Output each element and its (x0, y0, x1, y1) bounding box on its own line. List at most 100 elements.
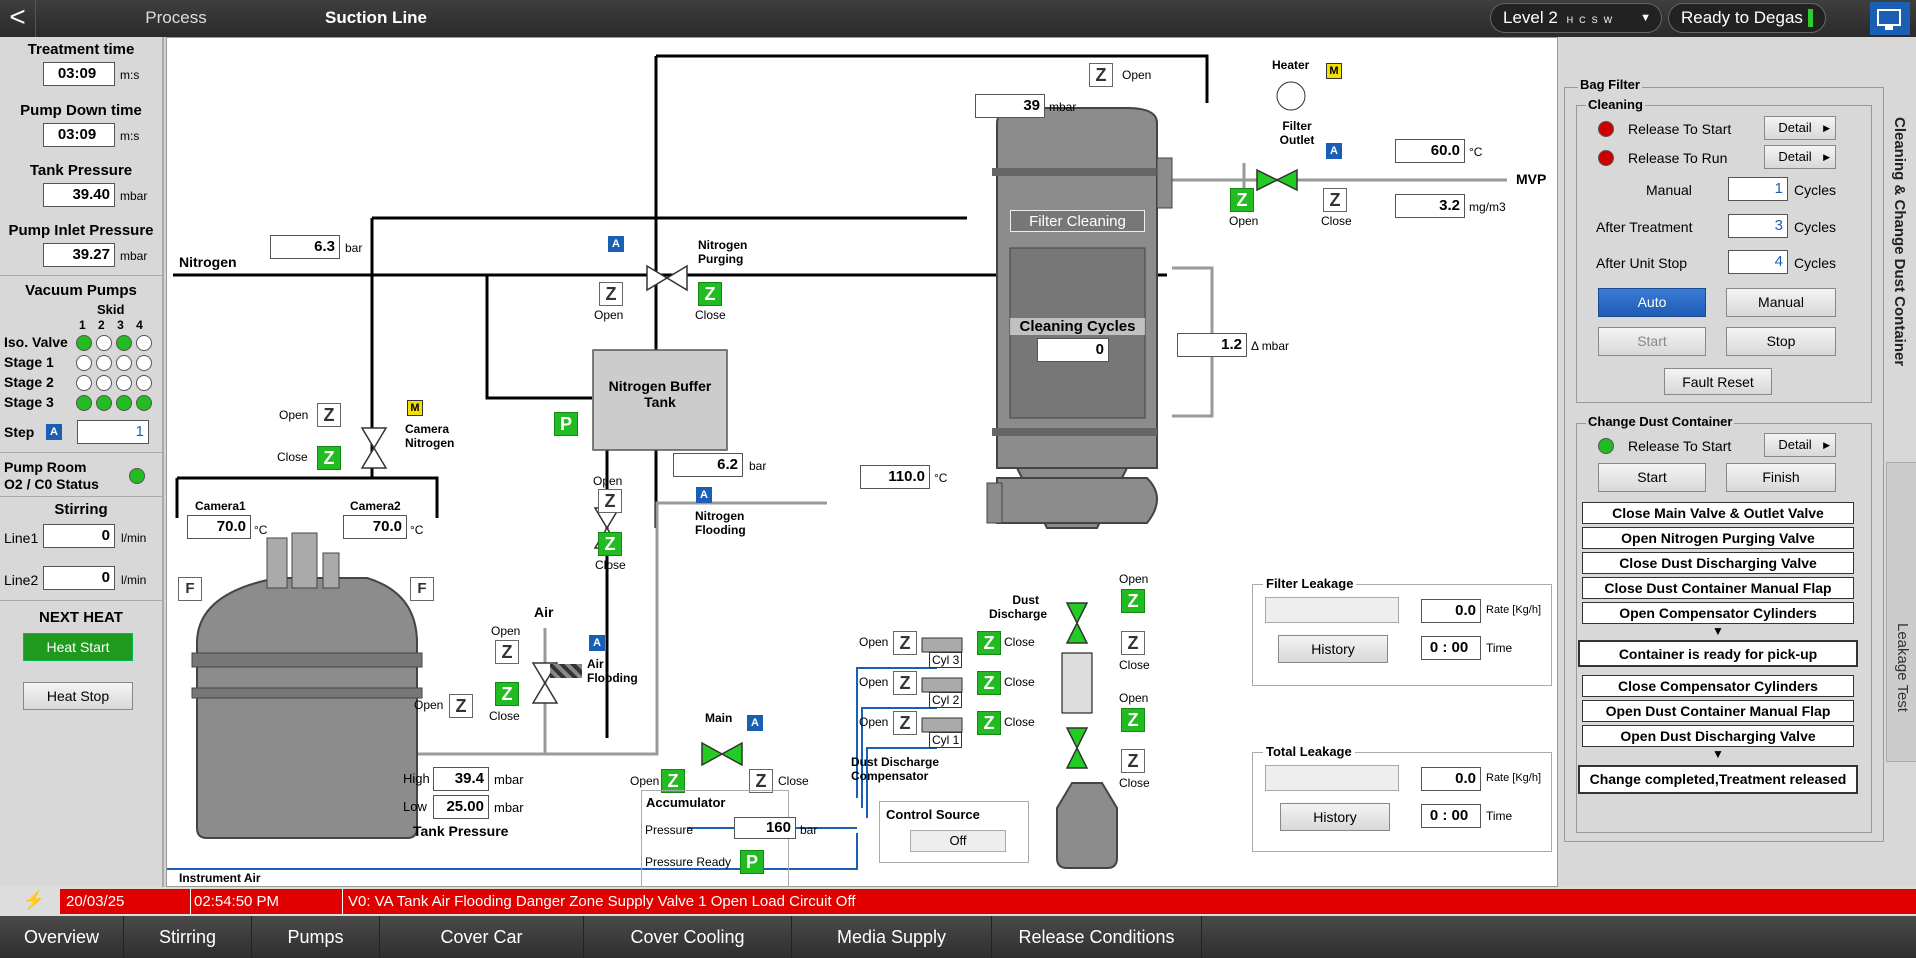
heat-stop-button[interactable]: Heat Stop (23, 682, 133, 710)
manual-cycles-input[interactable]: 1 (1728, 177, 1788, 201)
heater-icon (1276, 81, 1306, 111)
step-item: Close Dust Container Manual Flap (1582, 577, 1854, 599)
cyl2-close-button[interactable]: Z (977, 671, 1001, 695)
step-item: Open Dust Discharging Valve (1582, 725, 1854, 747)
level-selector[interactable]: Level 2 HCSW ▼ (1490, 3, 1662, 33)
cleaning-start-button[interactable]: Start (1598, 327, 1706, 356)
nav-pumps[interactable]: Pumps (252, 916, 380, 958)
pump-room-label: Pump Room (4, 459, 87, 475)
filter-top-valve-button[interactable]: Z (1089, 63, 1113, 87)
air-flooding-open-button[interactable]: Z (495, 640, 519, 664)
nitrogen-label: Nitrogen (179, 254, 237, 270)
delta-pressure-value: 1.2 (1177, 333, 1247, 357)
breadcrumb-process[interactable]: Process (145, 8, 207, 27)
flooding-open-button[interactable]: Z (598, 489, 622, 513)
dust-discharge-close-label: Close (1119, 658, 1150, 672)
release-to-run-detail-button[interactable]: Detail▶ (1764, 145, 1836, 169)
filter-cleaning-banner: Filter Cleaning (1010, 210, 1145, 232)
air-flooding-mode-badge[interactable]: A (589, 635, 605, 651)
purging-close-button[interactable]: Z (698, 282, 722, 306)
cyl3-close-button[interactable]: Z (977, 631, 1001, 655)
step-value[interactable]: 1 (77, 420, 149, 444)
cd-finish-button[interactable]: Finish (1726, 463, 1836, 492)
flooding-close-button[interactable]: Z (598, 532, 622, 556)
pump-status-indicator (76, 375, 92, 391)
cd-release-detail-button[interactable]: Detail▶ (1764, 433, 1836, 457)
back-button[interactable]: < (0, 0, 36, 37)
nav-cover-cooling[interactable]: Cover Cooling (584, 916, 792, 958)
nav-stirring[interactable]: Stirring (124, 916, 252, 958)
buffer-tank-pressure-unit: bar (749, 459, 767, 473)
nav-media-supply[interactable]: Media Supply (792, 916, 992, 958)
filter-leakage-title: Filter Leakage (1263, 576, 1357, 591)
pump-down-time-unit: m:s (120, 129, 140, 143)
stirring-line1-unit: l/min (121, 531, 147, 545)
step-item: Open Nitrogen Purging Valve (1582, 527, 1854, 549)
camera-n2-close-button[interactable]: Z (317, 446, 341, 470)
step-arrow-icon: ▼ (1712, 624, 1724, 638)
camera1-f-button[interactable]: F (178, 577, 202, 601)
filter-leakage-panel: Filter Leakage 0.0 Rate [Kg/h] History 0… (1252, 576, 1552, 686)
air-flooding-close-label: Close (489, 709, 520, 723)
buffer-tank-p-button[interactable]: P (554, 412, 578, 436)
nav-cover-car[interactable]: Cover Car (380, 916, 584, 958)
filter-leakage-history-button[interactable]: History (1278, 635, 1388, 663)
filter-pressure-value: 39 (975, 94, 1045, 118)
cyl1-open-button[interactable]: Z (893, 711, 917, 735)
camera-n2-mode-badge[interactable]: M (407, 400, 423, 416)
nitrogen-pressure-value: 6.3 (270, 235, 340, 259)
pressure-ready-label: Pressure Ready (645, 855, 732, 869)
cyl3-open-button[interactable]: Z (893, 631, 917, 655)
vacuum-pumps-label: Vacuum Pumps (25, 282, 137, 299)
dust-discharge-close-button[interactable]: Z (1121, 631, 1145, 655)
cyl3-open-label: Open (859, 635, 889, 649)
manual-mode-button[interactable]: Manual (1726, 288, 1836, 317)
camera2-temp-value: 70.0 (343, 515, 407, 539)
dust-lower-close-button[interactable]: Z (1121, 749, 1145, 773)
main-valve-mode-badge[interactable]: A (747, 715, 763, 731)
flooding-mode-badge[interactable]: A (696, 487, 712, 503)
pump-row-label: Stage 1 (4, 354, 54, 370)
main-close-button[interactable]: Z (749, 769, 773, 793)
lightning-icon[interactable]: ⚡ (22, 890, 46, 910)
chevron-right-icon: ▶ (1823, 123, 1830, 133)
heater-mode-badge[interactable]: M (1326, 63, 1342, 79)
heat-start-button[interactable]: Heat Start (23, 633, 133, 661)
fault-reset-button[interactable]: Fault Reset (1664, 368, 1772, 395)
tank-valve-open-button[interactable]: Z (449, 694, 473, 718)
after-treatment-input[interactable]: 3 (1728, 214, 1788, 238)
cleaning-stop-button[interactable]: Stop (1726, 327, 1836, 356)
camera-n2-open-label: Open (279, 408, 309, 422)
tab-cleaning-change-dust[interactable]: Cleaning & Change Dust Container (1891, 117, 1908, 367)
dust-lower-open-button[interactable]: Z (1121, 708, 1145, 732)
alarm-message[interactable]: 20/03/25 02:54:50 PM V0: VA Tank Air Flo… (60, 889, 1916, 914)
total-leakage-history-button[interactable]: History (1280, 803, 1390, 831)
auto-button[interactable]: Auto (1598, 288, 1706, 317)
purging-mode-badge[interactable]: A (608, 236, 624, 252)
cyl1-close-button[interactable]: Z (977, 711, 1001, 735)
after-unit-stop-input[interactable]: 4 (1728, 250, 1788, 274)
outlet-mode-badge[interactable]: A (1326, 143, 1342, 159)
main-open-button[interactable]: Z (661, 769, 685, 793)
nav-release-conditions[interactable]: Release Conditions (992, 916, 1202, 958)
camera-n2-open-button[interactable]: Z (317, 403, 341, 427)
pump-status-indicator (116, 355, 132, 371)
change-dust-title: Change Dust Container (1586, 414, 1735, 429)
cyl2-open-button[interactable]: Z (893, 671, 917, 695)
outlet-open-button[interactable]: Z (1230, 188, 1254, 212)
release-to-start-detail-button[interactable]: Detail▶ (1764, 116, 1836, 140)
dust-discharge-open-button[interactable]: Z (1121, 589, 1145, 613)
camera2-f-button[interactable]: F (410, 577, 434, 601)
cd-start-button[interactable]: Start (1598, 463, 1706, 492)
nav-overview[interactable]: Overview (0, 916, 124, 958)
pump-down-time-value: 03:09 (43, 123, 115, 147)
purging-open-button[interactable]: Z (599, 282, 623, 306)
step-mode-badge[interactable]: A (46, 424, 62, 440)
monitor-icon[interactable] (1870, 2, 1910, 35)
tab-leakage-test[interactable]: Leakage Test (1886, 462, 1916, 762)
pump-inlet-pressure-value: 39.27 (43, 243, 115, 267)
total-leakage-panel: Total Leakage 0.0 Rate [Kg/h] History 0 … (1252, 744, 1552, 852)
air-flooding-close-button[interactable]: Z (495, 682, 519, 706)
outlet-close-button[interactable]: Z (1323, 188, 1347, 212)
flooding-close-label: Close (595, 558, 626, 572)
